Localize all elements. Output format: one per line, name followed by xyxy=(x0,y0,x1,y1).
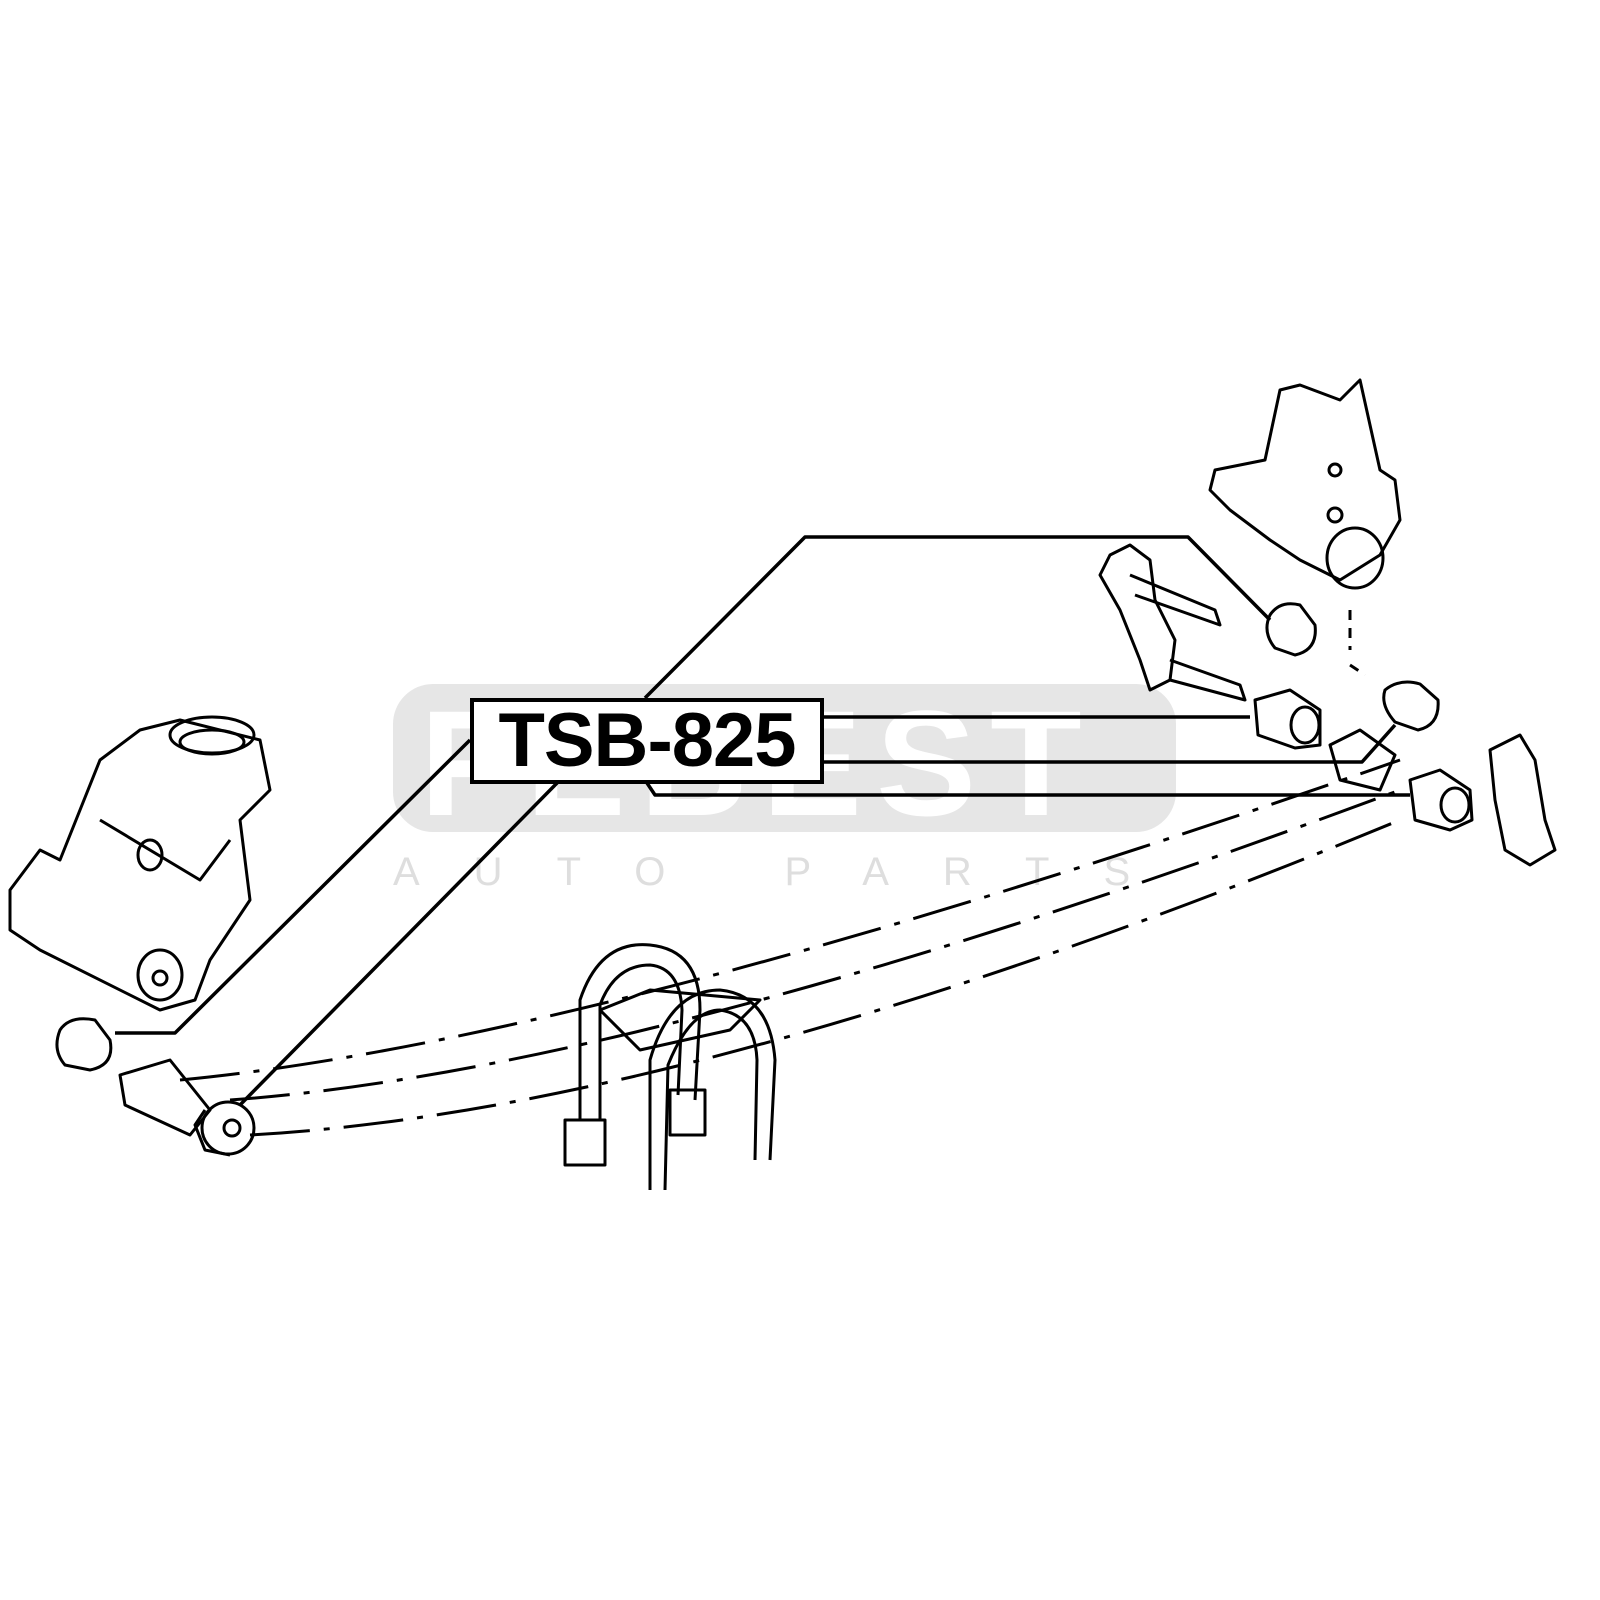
leader-lines xyxy=(115,535,1410,1107)
u-bolt-front xyxy=(648,988,777,1191)
part-number-label: TSB-825 xyxy=(470,698,824,784)
spring-seat-plate xyxy=(598,988,762,1052)
shackle-plate xyxy=(1488,733,1557,867)
bushing-left-lower xyxy=(193,1100,256,1157)
front-hanger-bracket xyxy=(8,715,272,1012)
spring-eye-pin xyxy=(118,1058,212,1137)
bushing-right-3 xyxy=(1382,680,1440,732)
shackle-with-bolts xyxy=(1098,543,1247,702)
bushing-right-4 xyxy=(1408,768,1474,832)
watermark-tagline: AUTO PARTS xyxy=(393,850,1185,894)
u-bolt-rear xyxy=(563,943,702,1167)
rear-hanger-bracket xyxy=(1208,378,1402,677)
bushing-right-2 xyxy=(1253,688,1322,750)
bushing-right-1 xyxy=(1265,602,1317,657)
spring-eye-right xyxy=(1328,728,1397,792)
bushing-left-upper xyxy=(55,1017,113,1072)
leaf-spring xyxy=(179,758,1401,1137)
